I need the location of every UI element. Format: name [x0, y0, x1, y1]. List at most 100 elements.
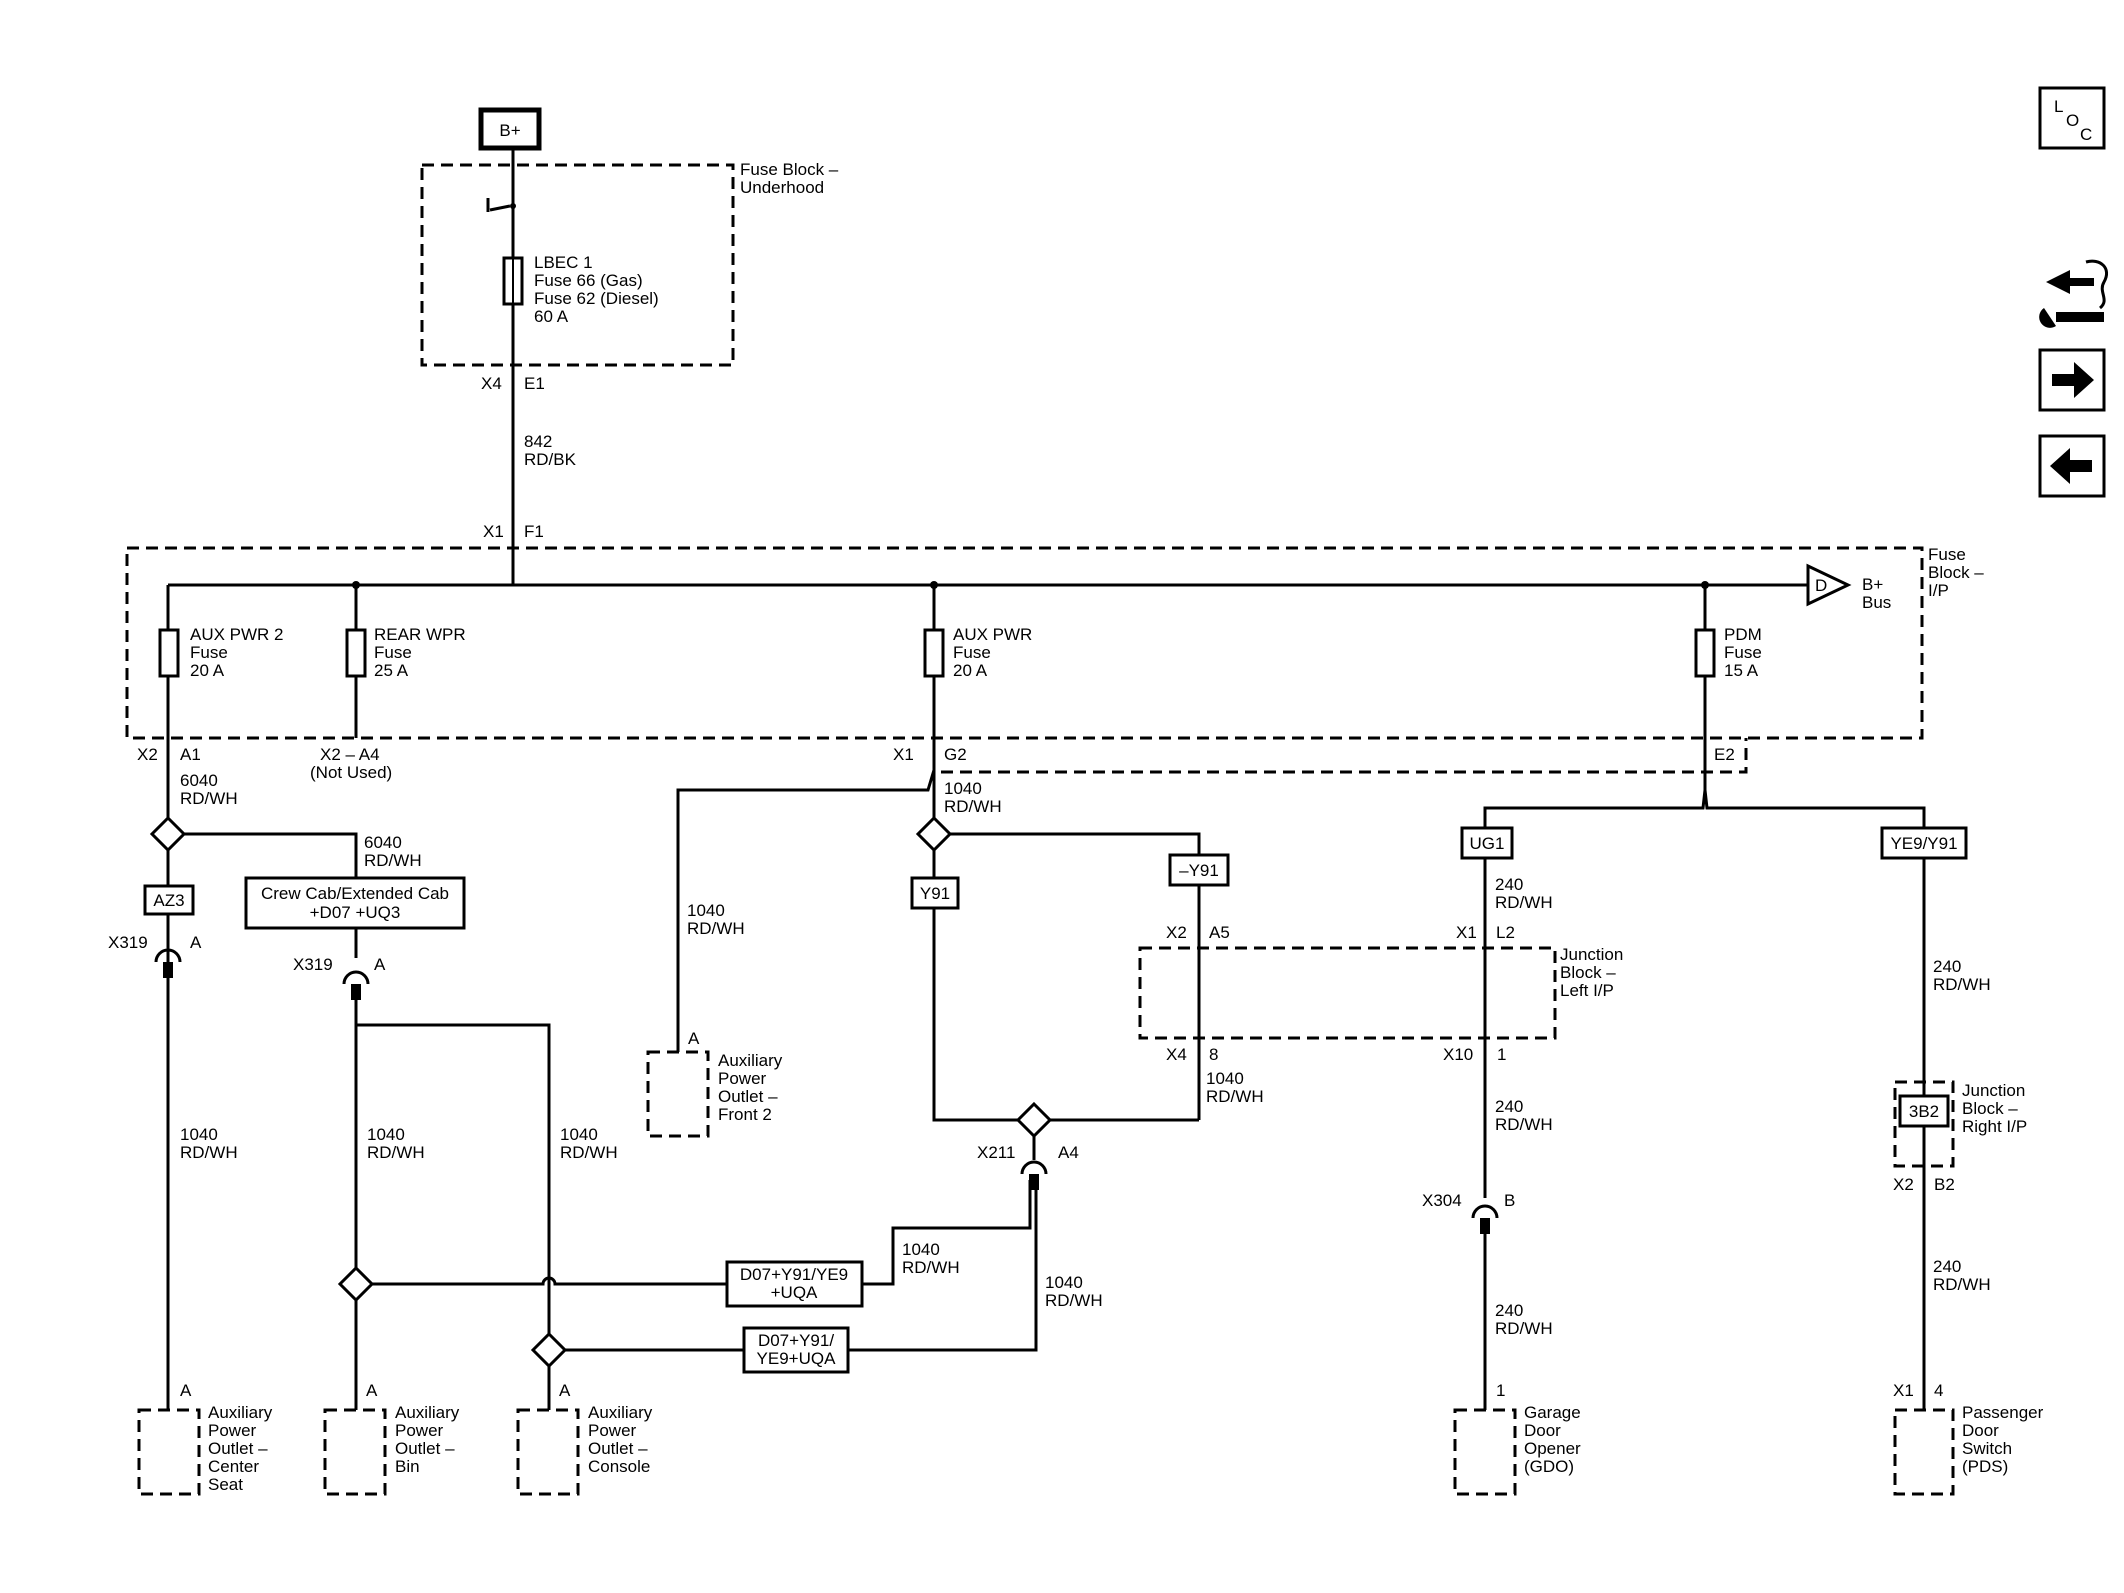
next-page-button[interactable] — [2038, 348, 2106, 412]
pin-bin-a: A — [366, 1381, 378, 1400]
w1040-console-color: RD/WH — [560, 1143, 618, 1162]
w240-ye9-color: RD/WH — [1933, 975, 1991, 994]
outlet-console-box — [516, 1408, 580, 1496]
option-3b2-label: 3B2 — [1909, 1102, 1939, 1121]
w1040-x211-color: RD/WH — [902, 1258, 960, 1277]
splice-bin — [337, 1265, 375, 1303]
w1040-bin-num: 1040 — [367, 1125, 405, 1144]
splice-x211 — [1015, 1101, 1053, 1139]
d07-b-line-2: YE9+UQA — [757, 1349, 837, 1368]
w6040b-color: RD/WH — [364, 851, 422, 870]
fb-ip-title-1: Fuse — [1928, 545, 1966, 564]
crew-cab-line-1: Crew Cab/Extended Cab — [261, 884, 449, 903]
splice-6040 — [149, 815, 187, 853]
d07-a-line-2: +UQA — [771, 1283, 818, 1302]
connector-info-icon[interactable] — [2039, 259, 2109, 328]
jb-right-line-3: Right I/P — [1962, 1117, 2027, 1136]
w240-ye9-num: 240 — [1933, 957, 1961, 976]
option-ug1 — [1460, 826, 1514, 860]
previous-page-button[interactable] — [2038, 434, 2106, 498]
pds-line-3: Switch — [1962, 1439, 2012, 1458]
jb-left-line-3: Left I/P — [1560, 981, 1614, 1000]
fb-ip-title-3: I/P — [1928, 581, 1949, 600]
w1040-g2-color: RD/WH — [944, 797, 1002, 816]
pin-x304-b: B — [1504, 1191, 1515, 1210]
center-line-5: Seat — [208, 1475, 243, 1494]
jb-left-line-1: Junction — [1560, 945, 1623, 964]
loc-o: O — [2066, 111, 2079, 130]
w1040-x211b-color: RD/WH — [1045, 1291, 1103, 1310]
aux-pwr-line-2: Fuse — [953, 643, 991, 662]
option-ug1-label: UG1 — [1470, 834, 1505, 853]
pin-console-a: A — [559, 1381, 571, 1400]
jb-right-line-1: Junction — [1962, 1081, 2025, 1100]
outlet-front2-box — [646, 1050, 710, 1138]
fb-ip-title-2: Block – — [1928, 563, 1984, 582]
gdo-line-2: Door — [1524, 1421, 1561, 1440]
w1040-center-color: RD/WH — [180, 1143, 238, 1162]
fb-underhood-title-2: Underhood — [740, 178, 824, 197]
bin-line-4: Bin — [395, 1457, 420, 1476]
console-line-1: Auxiliary — [588, 1403, 653, 1422]
d07-a-line-1: D07+Y91/YE9 — [740, 1265, 848, 1284]
pin-g2: G2 — [944, 745, 967, 764]
bin-line-3: Outlet – — [395, 1439, 455, 1458]
option-3b2 — [1898, 1094, 1950, 1128]
option-d07-a — [725, 1260, 864, 1308]
option-az3 — [143, 884, 195, 916]
option-d07-b — [742, 1326, 850, 1374]
pin-pds-4: 4 — [1934, 1381, 1943, 1400]
fb-underhood-title-1: Fuse Block – — [740, 160, 839, 179]
w1040-x211b-num: 1040 — [1045, 1273, 1083, 1292]
aux-pwr-fuse — [923, 628, 945, 678]
w1040-front-color: RD/WH — [687, 919, 745, 938]
loc-l: L — [2054, 97, 2063, 116]
aux-pwr-line-1: AUX PWR — [953, 625, 1032, 644]
rear-wpr-fuse — [345, 628, 367, 678]
w240-ug1-color: RD/WH — [1495, 893, 1553, 912]
rear-wpr-line-1: REAR WPR — [374, 625, 466, 644]
pin-e1: E1 — [524, 374, 545, 393]
option-ye9-y91 — [1880, 826, 1968, 860]
pin-e2: E2 — [1714, 745, 1735, 764]
console-line-2: Power — [588, 1421, 637, 1440]
pin-8: 8 — [1209, 1045, 1218, 1064]
w1040-console-num: 1040 — [560, 1125, 598, 1144]
option-not-y91-label: –Y91 — [1179, 861, 1219, 880]
aux-pwr2-line-1: AUX PWR 2 — [190, 625, 284, 644]
gdo-line-4: (GDO) — [1524, 1457, 1574, 1476]
pin-x1-g2: X1 — [893, 745, 914, 764]
location-button[interactable]: L O C — [2038, 86, 2106, 150]
console-line-3: Outlet – — [588, 1439, 648, 1458]
pin-b2: B2 — [1934, 1175, 1955, 1194]
pin-gdo-1: 1 — [1496, 1381, 1505, 1400]
aux-pwr-line-3: 20 A — [953, 661, 988, 680]
pin-x304: X304 — [1422, 1191, 1462, 1210]
bin-line-2: Power — [395, 1421, 444, 1440]
w1040-jb-color: RD/WH — [1206, 1087, 1264, 1106]
pin-x319-right-a: A — [374, 955, 386, 974]
splice-g2 — [915, 815, 953, 853]
d07-b-line-1: D07+Y91/ — [758, 1331, 834, 1350]
wire-842-num: 842 — [524, 432, 552, 451]
crew-cab-line-2: +D07 +UQ3 — [310, 903, 401, 922]
option-y91-label: Y91 — [920, 884, 950, 903]
center-line-1: Auxiliary — [208, 1403, 273, 1422]
w240-ug1-num: 240 — [1495, 875, 1523, 894]
wire-842-color: RD/BK — [524, 450, 577, 469]
w240-gdo-num: 240 — [1495, 1301, 1523, 1320]
pdm-line-1: PDM — [1724, 625, 1762, 644]
fuse-block-ip: Fuse Block – I/P D B+ Bus AUX PWR 2 Fuse… — [125, 545, 1984, 1410]
w240-gdo-color: RD/WH — [1495, 1319, 1553, 1338]
option-crew-cab — [244, 876, 466, 930]
pin-x2-a5: X2 — [1166, 923, 1187, 942]
bus-label-2: Bus — [1862, 593, 1891, 612]
pin-x211: X211 — [977, 1143, 1015, 1162]
pin-front2-a: A — [688, 1029, 700, 1048]
bus-letter: D — [1815, 576, 1827, 595]
pin-x319-right: X319 — [293, 955, 333, 974]
w1040-front-num: 1040 — [687, 901, 725, 920]
pds-line-4: (PDS) — [1962, 1457, 2008, 1476]
pin-x4-8: X4 — [1166, 1045, 1187, 1064]
splice-console — [530, 1331, 568, 1369]
